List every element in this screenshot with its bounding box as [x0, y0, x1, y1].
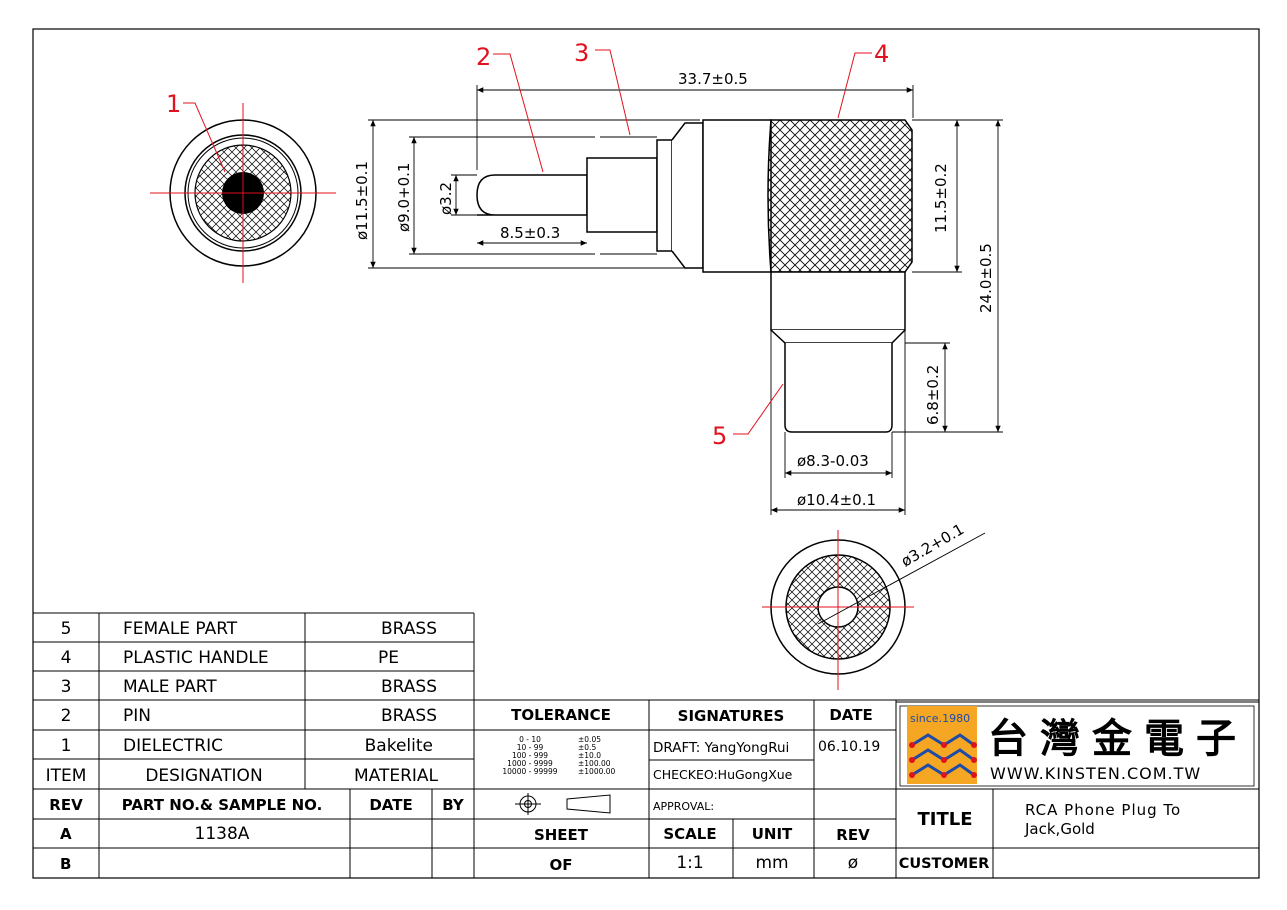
rev-value: ø	[848, 853, 858, 873]
parts-material-3: BRASS	[381, 677, 437, 697]
tolerance-range: 0 - 10	[519, 735, 541, 744]
rev-label: REV	[836, 826, 870, 844]
callout-1: 1	[166, 90, 181, 118]
company-logo: since.1980	[907, 706, 977, 784]
parts-material-1: Bakelite	[365, 736, 433, 756]
tolerance-value: ±0.5	[578, 743, 596, 752]
parts-designation-2: PIN	[123, 706, 151, 726]
checked-signature: CHECKEO:HuGongXue	[653, 767, 793, 782]
draft-signature: DRAFT: YangYongRui	[653, 740, 789, 756]
tolerance-value: ±10.0	[578, 751, 601, 760]
date-title: DATE	[829, 706, 872, 724]
tolerance-range: 10000 - 99999	[502, 767, 557, 776]
dim-socket-dia: ø3.2+0.1	[898, 520, 967, 570]
parts-material-2: BRASS	[381, 706, 437, 726]
parts-item-2: 2	[61, 706, 72, 726]
dim-female-length: 6.8±0.2	[924, 365, 942, 425]
callout-4: 4	[874, 40, 889, 68]
unit-label: UNIT	[752, 825, 793, 843]
dim-female-outer-dia: ø10.4±0.1	[797, 491, 876, 509]
end-view-left	[150, 103, 336, 283]
tolerance-range: 1000 - 9999	[507, 759, 553, 768]
dim-pin-length: 8.5±0.3	[500, 224, 560, 242]
rev-row-a: A	[60, 825, 72, 843]
dim-handle-dia: 11.5±0.2	[932, 163, 950, 233]
callout-5: 5	[712, 422, 727, 450]
end-view-bottom	[762, 530, 986, 690]
sheet-label: SHEET	[534, 826, 589, 844]
parts-header-designation: DESIGNATION	[145, 766, 262, 786]
draft-date: 06.10.19	[818, 739, 880, 755]
parts-item-3: 3	[61, 677, 72, 697]
customer-label: CUSTOMER	[899, 856, 990, 872]
logo-since: since.1980	[910, 712, 970, 725]
parts-designation-3: MALE PART	[123, 677, 217, 697]
dim-overall-height: 24.0±0.5	[977, 243, 995, 313]
projection-symbol	[515, 793, 611, 815]
tolerance-range: 100 - 999	[512, 751, 548, 760]
scale-label: SCALE	[663, 825, 716, 843]
parts-item-5: 5	[61, 619, 72, 639]
tolerance-value: ±0.05	[578, 735, 601, 744]
parts-header-material: MATERIAL	[354, 766, 439, 786]
rev-header-rev: REV	[49, 796, 83, 814]
tolerance-value: ±100.00	[578, 759, 611, 768]
dim-pin-dia: ø3.2	[437, 182, 455, 215]
tolerance-title: TOLERANCE	[511, 706, 611, 724]
dimension-lines	[368, 85, 1003, 515]
company-url: WWW.KINSTEN.COM.TW	[990, 764, 1201, 783]
tolerance-range: 10 - 99	[517, 743, 544, 752]
tolerance-value: ±1000.00	[578, 767, 616, 776]
signatures-title: SIGNATURES	[678, 707, 785, 725]
parts-designation-5: FEMALE PART	[123, 619, 238, 639]
dim-body-dia: ø11.5±0.1	[353, 161, 371, 240]
approval-label: APPROVAL:	[653, 800, 714, 813]
callout-3: 3	[574, 39, 589, 67]
parts-designation-1: DIELECTRIC	[123, 736, 223, 756]
parts-designation-4: PLASTIC HANDLE	[123, 648, 269, 668]
dim-female-inner-dia: ø8.3-0.03	[797, 452, 869, 470]
rev-header-date: DATE	[369, 796, 412, 814]
callouts	[183, 49, 872, 435]
title-line-2: Jack,Gold	[1024, 820, 1095, 838]
rev-header-part: PART NO.& SAMPLE NO.	[122, 796, 323, 814]
callout-2: 2	[476, 43, 491, 71]
parts-item-1: 1	[61, 736, 72, 756]
company-name: 台灣金電子	[988, 716, 1248, 762]
unit-value: mm	[755, 853, 788, 873]
parts-item-4: 4	[61, 648, 72, 668]
dim-overall-length: 33.7±0.5	[678, 70, 748, 88]
drawing-frame	[32, 28, 1260, 879]
parts-material-4: PE	[378, 648, 399, 668]
dim-insulator-dia: ø9.0+0.1	[395, 163, 413, 232]
rev-row-a-part: 1138A	[195, 824, 250, 844]
parts-material-5: BRASS	[381, 619, 437, 639]
rev-row-b: B	[60, 855, 71, 873]
scale-value: 1:1	[676, 853, 703, 873]
of-label: OF	[550, 856, 573, 874]
rev-header-by: BY	[442, 796, 465, 814]
title-line-1: RCA Phone Plug To	[1025, 801, 1181, 819]
side-view	[476, 119, 913, 433]
parts-header-item: ITEM	[46, 766, 87, 786]
title-label: TITLE	[917, 809, 972, 830]
